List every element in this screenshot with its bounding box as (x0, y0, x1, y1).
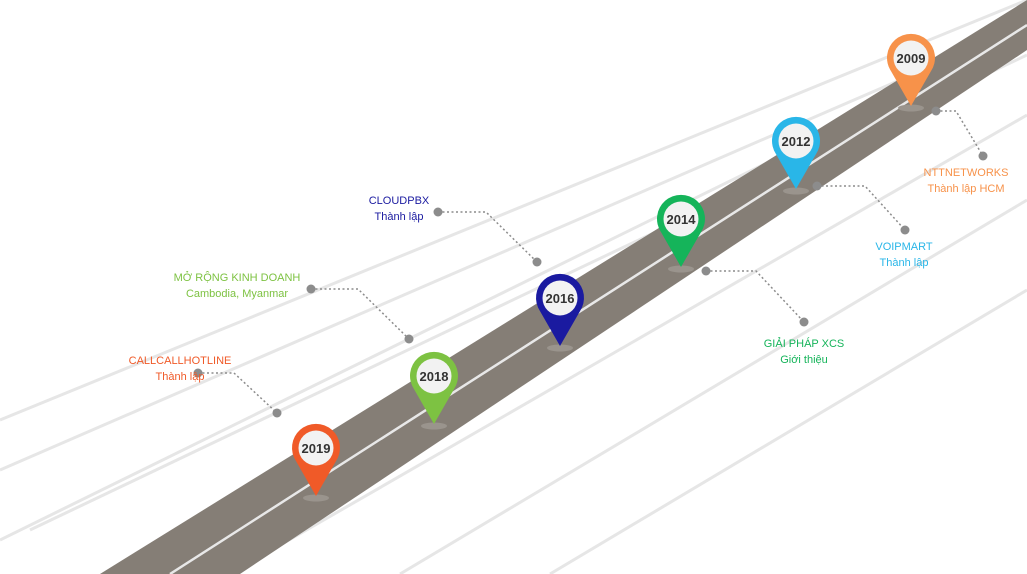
connector-line (706, 270, 805, 323)
pin-inner-circle (298, 430, 334, 466)
pin-year-text: 2018 (420, 369, 449, 384)
pin-year-text: 2016 (546, 291, 575, 306)
connector-dot (306, 284, 316, 294)
pin-2012: 2012 (772, 116, 820, 195)
pin-shadow (303, 494, 329, 502)
milestone-title: GIẢI PHÁP XCS (763, 338, 845, 350)
connector-line (311, 288, 410, 340)
milestone-label-2016: CLOUDPBX Thành lập (339, 193, 459, 225)
connector-dot (433, 207, 443, 217)
connector-line (936, 110, 984, 157)
connector-dot (978, 151, 988, 161)
milestone-title: MỞ RỘNG KINH DOANH (173, 272, 301, 284)
pin-2016: 2016 (536, 273, 585, 352)
pin-2014: 2014 (657, 194, 705, 273)
milestone-label-2012: VOIPMART Thành lập (844, 239, 964, 271)
pin-inner-circle (778, 123, 814, 159)
pin-year-text: 2012 (782, 134, 811, 149)
milestone-title: VOIPMART (875, 241, 933, 253)
connector-dot (193, 368, 203, 378)
connector-dot (404, 334, 414, 344)
pin-2009: 2009 (887, 33, 935, 112)
pin-shadow (547, 344, 573, 352)
pin-year-text: 2014 (667, 212, 697, 227)
pin-2018: 2018 (410, 351, 459, 430)
connector-line (438, 211, 538, 263)
pin-inner-circle (416, 358, 452, 394)
milestone-subtitle: Cambodia, Myanmar (185, 288, 289, 300)
connector-dot (900, 225, 910, 235)
milestone-label-2009: NTTNETWORKS Thành lập HCM (906, 165, 1026, 197)
connector-dot (931, 106, 941, 116)
milestone-label-2019: CALLCALLHOTLINE Thành lập (100, 353, 260, 385)
connector-dot (532, 257, 542, 267)
pin-inner-circle (663, 201, 699, 237)
milestone-title: CLOUDPBX (368, 195, 430, 207)
connector-dot (701, 266, 711, 276)
milestone-label-2018: MỞ RỘNG KINH DOANH Cambodia, Myanmar (157, 270, 317, 302)
pin-shadow (421, 422, 447, 430)
milestone-title: CALLCALLHOTLINE (128, 355, 232, 367)
pin-year-text: 2019 (302, 441, 331, 456)
milestone-subtitle: Thành lập (155, 371, 205, 383)
pin-inner-circle (893, 40, 929, 76)
year-pins: 2019 2018 2016 2014 2012 2009 (292, 33, 935, 502)
pin-inner-circle (542, 280, 578, 316)
milestone-subtitle: Thành lập (879, 257, 929, 269)
connector-line (198, 372, 278, 414)
pin-shadow (668, 265, 694, 273)
connector-dot (272, 408, 282, 418)
milestone-subtitle: Thành lập HCM (927, 183, 1005, 195)
connector-lines (193, 106, 988, 418)
milestone-title: NTTNETWORKS (923, 167, 1009, 179)
milestone-subtitle: Giới thiệu (780, 354, 828, 366)
pin-shadow (898, 104, 924, 112)
pin-year-text: 2009 (897, 51, 926, 66)
pin-2019: 2019 (292, 423, 340, 502)
pin-shadow (783, 187, 809, 195)
connector-dot (799, 317, 809, 327)
connector-dot (812, 181, 822, 191)
milestone-label-2014: GIẢI PHÁP XCS Giới thiệu (744, 336, 864, 368)
milestone-subtitle: Thành lập (374, 211, 424, 223)
